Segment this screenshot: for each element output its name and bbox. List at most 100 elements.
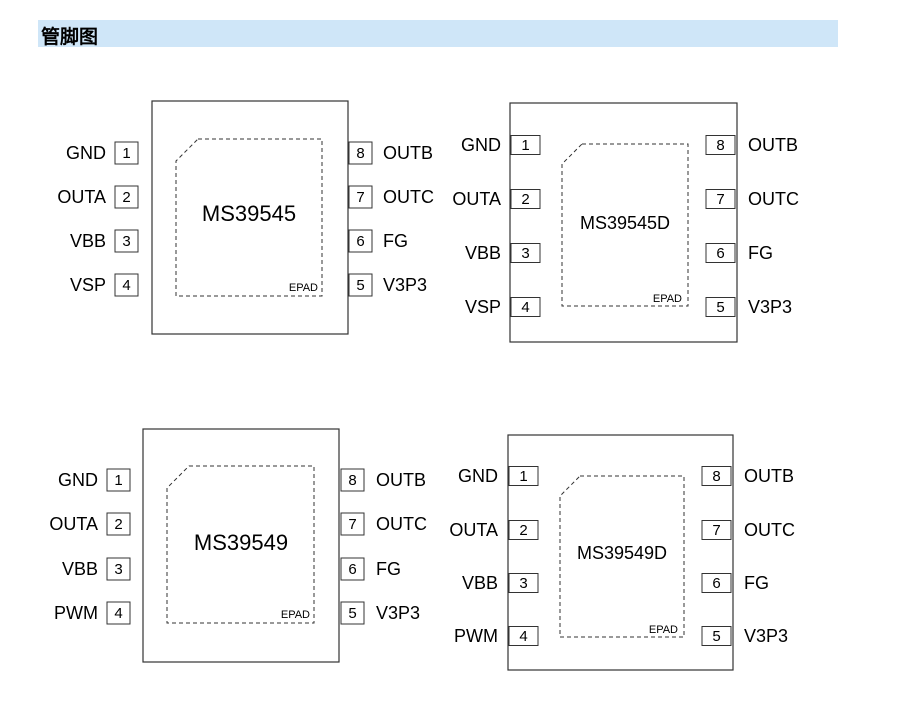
section-title-bar: 管脚图 (38, 20, 838, 48)
ms39549-pin-6-box (340, 557, 365, 581)
ms39549d-pin-4-box (508, 626, 539, 646)
ms39549-pin-1-number: 1 (114, 472, 122, 489)
ms39545d-pin-1-label: GND (461, 135, 501, 155)
ms39549d-epad-label: EPAD (649, 624, 678, 636)
ms39549d-pin-2-label: OUTA (449, 520, 498, 540)
ms39545-pin-8-box (348, 141, 373, 165)
ms39545-pin-5-label: V3P3 (383, 275, 427, 295)
ms39545d-package-body (509, 102, 738, 343)
ms39545-pin-6-box (348, 229, 373, 253)
ms39549d-pin-6-box (701, 573, 732, 593)
ms39545-pin-8-number: 8 (356, 145, 364, 162)
ms39549-pin-2-box (106, 512, 131, 536)
ms39545d-epad-outline (561, 143, 689, 307)
ms39549d-pin-8-number: 8 (712, 468, 720, 485)
ms39545d-pin-5-label: V3P3 (748, 297, 792, 317)
ms39549d-pin-3-label: VBB (462, 573, 498, 593)
ms39545-pin-4-label: VSP (70, 275, 106, 295)
ms39549d-pin-1-label: GND (458, 466, 498, 486)
ms39545d-pin-6-number: 6 (716, 245, 724, 262)
ms39549-pin-3-label: VBB (62, 559, 98, 579)
ms39545d-pin-8-box (705, 135, 736, 155)
ms39545-pin-2-label: OUTA (57, 187, 106, 207)
ms39545d-pin-3-number: 3 (521, 245, 529, 262)
ms39545d-pin-5-box (705, 297, 736, 317)
ms39549-pin-7-number: 7 (348, 516, 356, 533)
ms39545d-pin-2-number: 2 (521, 191, 529, 208)
ms39545-pin-3-box (114, 229, 139, 253)
ms39549-pin-2-number: 2 (114, 516, 122, 533)
ms39549d-pin-1-box (508, 466, 539, 486)
ms39545d-pin-4-label: VSP (465, 297, 501, 317)
ms39549-pin-8-box (340, 468, 365, 492)
ms39549-pin-3-box (106, 557, 131, 581)
ms39545-pin-2-box (114, 185, 139, 209)
ms39545-pin-3-number: 3 (122, 233, 130, 250)
ms39549-pin-3-number: 3 (114, 561, 122, 578)
ms39545d-pin-6-label: FG (748, 243, 773, 263)
ms39549-pin-5-box (340, 601, 365, 625)
ms39549-pin-7-label: OUTC (376, 514, 427, 534)
ms39545d-pin-4-number: 4 (521, 299, 529, 316)
ms39549d-pin-8-label: OUTB (744, 466, 794, 486)
ms39549d-pin-3-number: 3 (519, 575, 527, 592)
ms39545-chip-name: MS39545 (202, 201, 296, 226)
ms39549-pin-1-box (106, 468, 131, 492)
ms39549-pin-6-label: FG (376, 559, 401, 579)
ms39545d-pin-5-number: 5 (716, 299, 724, 316)
ms39549d-pin-4-number: 4 (519, 628, 527, 645)
ms39549-pin-6-number: 6 (348, 561, 356, 578)
ms39549-pin-8-label: OUTB (376, 470, 426, 490)
ms39549-pin-1-label: GND (58, 470, 98, 490)
ms39549d-pin-5-number: 5 (712, 628, 720, 645)
ms39549-pin-4-label: PWM (54, 603, 98, 623)
ms39545-pin-4-number: 4 (122, 277, 130, 294)
ms39549-chip-name: MS39549 (194, 530, 288, 555)
ms39545-epad-outline (175, 138, 323, 297)
ms39549d-pin-6-number: 6 (712, 575, 720, 592)
ms39549d-pin-7-number: 7 (712, 522, 720, 539)
ms39549d-pin-4-label: PWM (454, 626, 498, 646)
ms39545d-pin-8-label: OUTB (748, 135, 798, 155)
ms39549d-pin-7-box (701, 520, 732, 540)
ms39549d-package-body (507, 434, 734, 671)
ms39545d-pin-4-box (510, 297, 541, 317)
ms39549d-epad-outline (559, 475, 685, 638)
ms39545-pin-5-box (348, 273, 373, 297)
ms39545-pin-1-number: 1 (122, 145, 130, 162)
ms39549-pin-4-box (106, 601, 131, 625)
ms39545-package-body (151, 100, 349, 335)
ms39549-epad-label: EPAD (281, 609, 310, 621)
ms39545d-pin-3-label: VBB (465, 243, 501, 263)
section-title: 管脚图 (41, 26, 99, 48)
ms39549-pin-7-box (340, 512, 365, 536)
ms39545d-pin-7-box (705, 189, 736, 209)
ms39549d-pin-2-box (508, 520, 539, 540)
ms39545d-pin-2-box (510, 189, 541, 209)
ms39545-pin-4-box (114, 273, 139, 297)
ms39545-pin-7-box (348, 185, 373, 209)
ms39545d-pin-8-number: 8 (716, 137, 724, 154)
ms39549d-pin-5-box (701, 626, 732, 646)
ms39545d-pin-1-box (510, 135, 541, 155)
ms39545d-pin-7-number: 7 (716, 191, 724, 208)
ms39545-pin-6-label: FG (383, 231, 408, 251)
ms39549-pin-5-number: 5 (348, 605, 356, 622)
ms39545-pin-8-label: OUTB (383, 143, 433, 163)
ms39545d-pin-1-number: 1 (521, 137, 529, 154)
ms39545-pin-7-number: 7 (356, 189, 364, 206)
ms39545-pin-2-number: 2 (122, 189, 130, 206)
ms39549d-chip-name: MS39549D (577, 543, 667, 563)
ms39545d-epad-label: EPAD (653, 293, 682, 305)
ms39549d-pin-6-label: FG (744, 573, 769, 593)
ms39545d-pin-3-box (510, 243, 541, 263)
ms39549-epad-outline (166, 465, 315, 624)
ms39549-pin-8-number: 8 (348, 472, 356, 489)
ms39549d-pin-2-number: 2 (519, 522, 527, 539)
ms39545-pin-7-label: OUTC (383, 187, 434, 207)
ms39545-pin-1-label: GND (66, 143, 106, 163)
ms39545d-pin-7-label: OUTC (748, 189, 799, 209)
ms39549-pin-2-label: OUTA (49, 514, 98, 534)
ms39545-pin-3-label: VBB (70, 231, 106, 251)
